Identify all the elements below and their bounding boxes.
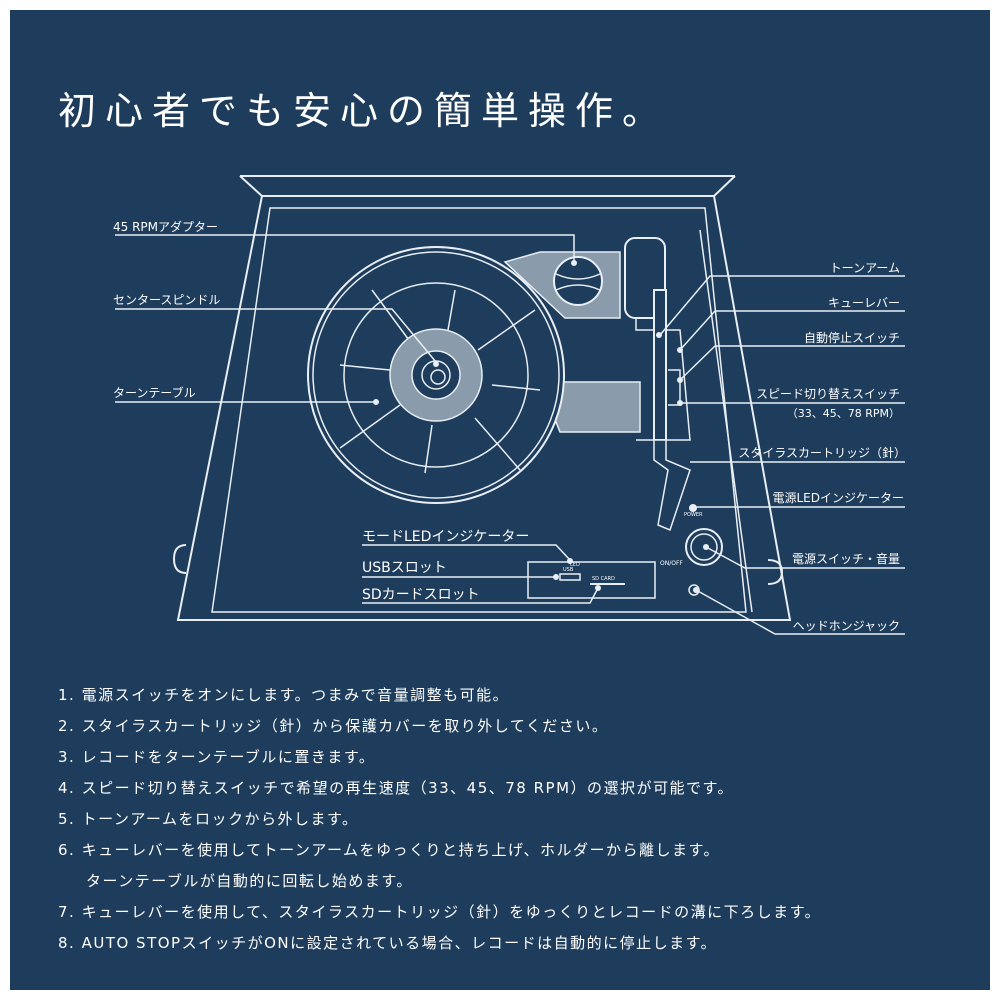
leader-lines [115,234,905,635]
body-outer [176,195,792,621]
step-item: 1. 電源スイッチをオンにします。つまみで音量調整も可能。 [58,686,510,704]
label-usb-slot: USBスロット [362,560,447,576]
leader-dots [373,260,709,593]
step-item: 4. スピード切り替えスイッチで希望の再生速度（33、45、78 RPM）の選択… [58,779,735,797]
step-item: 7. キューレバーを使用して、スタイラスカートリッジ（針）をゆっくりとレコードの… [58,903,822,921]
label-power-volume: 電源スイッチ・音量 [791,552,900,566]
step-item: 2. スタイラスカートリッジ（針）から保護カバーを取り外してください。 [58,717,609,735]
lid-outline [239,175,736,197]
speed-switch [668,369,681,406]
mark-usb: USB [563,567,574,573]
body-inner [211,207,747,613]
label-turntable: ターンテーブル [113,386,196,400]
step-item-continued: ターンテーブルが自動的に回転し始めます。 [86,872,413,890]
front-panel [527,561,656,599]
label-power-led: 電源LEDインジケーター [772,491,904,505]
label-45rpm-adapter: 45 RPMアダプター [113,220,219,234]
label-cue-lever: キューレバー [827,296,900,310]
label-stylus: スタイラスカートリッジ（針） [738,446,906,460]
tonearm [653,289,667,441]
page-title: 初心者でも安心の簡単操作。 [58,89,670,133]
usb-port [559,573,581,581]
step-item: 5. トーンアームをロックから外します。 [58,810,359,828]
mark-power: POWER [684,512,703,518]
mark-led: LED [570,562,580,568]
label-tonearm: トーンアーム [829,261,900,275]
hinge-right [767,559,784,585]
power-led [689,504,697,512]
step-item: 3. レコードをターンテーブルに置きます。 [58,748,376,766]
step-item: 8. AUTO STOPスイッチがONに設定されている場合、レコードは自動的に停… [58,934,718,952]
power-volume-knob [685,528,723,566]
label-sd-slot: SDカードスロット [362,587,480,603]
right-side-inner [699,229,753,613]
label-center-spindle: センタースピンドル [113,293,221,307]
adapter-icon [553,256,603,306]
instruction-steps: 1. 電源スイッチをオンにします。つまみで音量調整も可能。 2. スタイラスカー… [58,680,821,959]
mark-sd: SD CARD [592,576,615,582]
step-item: 6. キューレバーを使用してトーンアームをゆっくりと持ち上げ、ホルダーから離しま… [58,841,720,859]
headshell [653,439,691,532]
label-headphone: ヘッドホンジャック [792,619,900,633]
platter-spokes [339,289,541,474]
label-speed-switch: スピード切り替えスイッチ [755,387,900,401]
mark-on-off: ON/OFF [660,560,683,567]
label-auto-stop: 自動停止スイッチ [803,331,900,345]
hinge-left [172,544,187,574]
label-speed-values: （33、45、78 RPM） [786,407,900,420]
background-panel [10,10,990,990]
label-mode-led: モードLEDインジケーター [362,529,530,545]
